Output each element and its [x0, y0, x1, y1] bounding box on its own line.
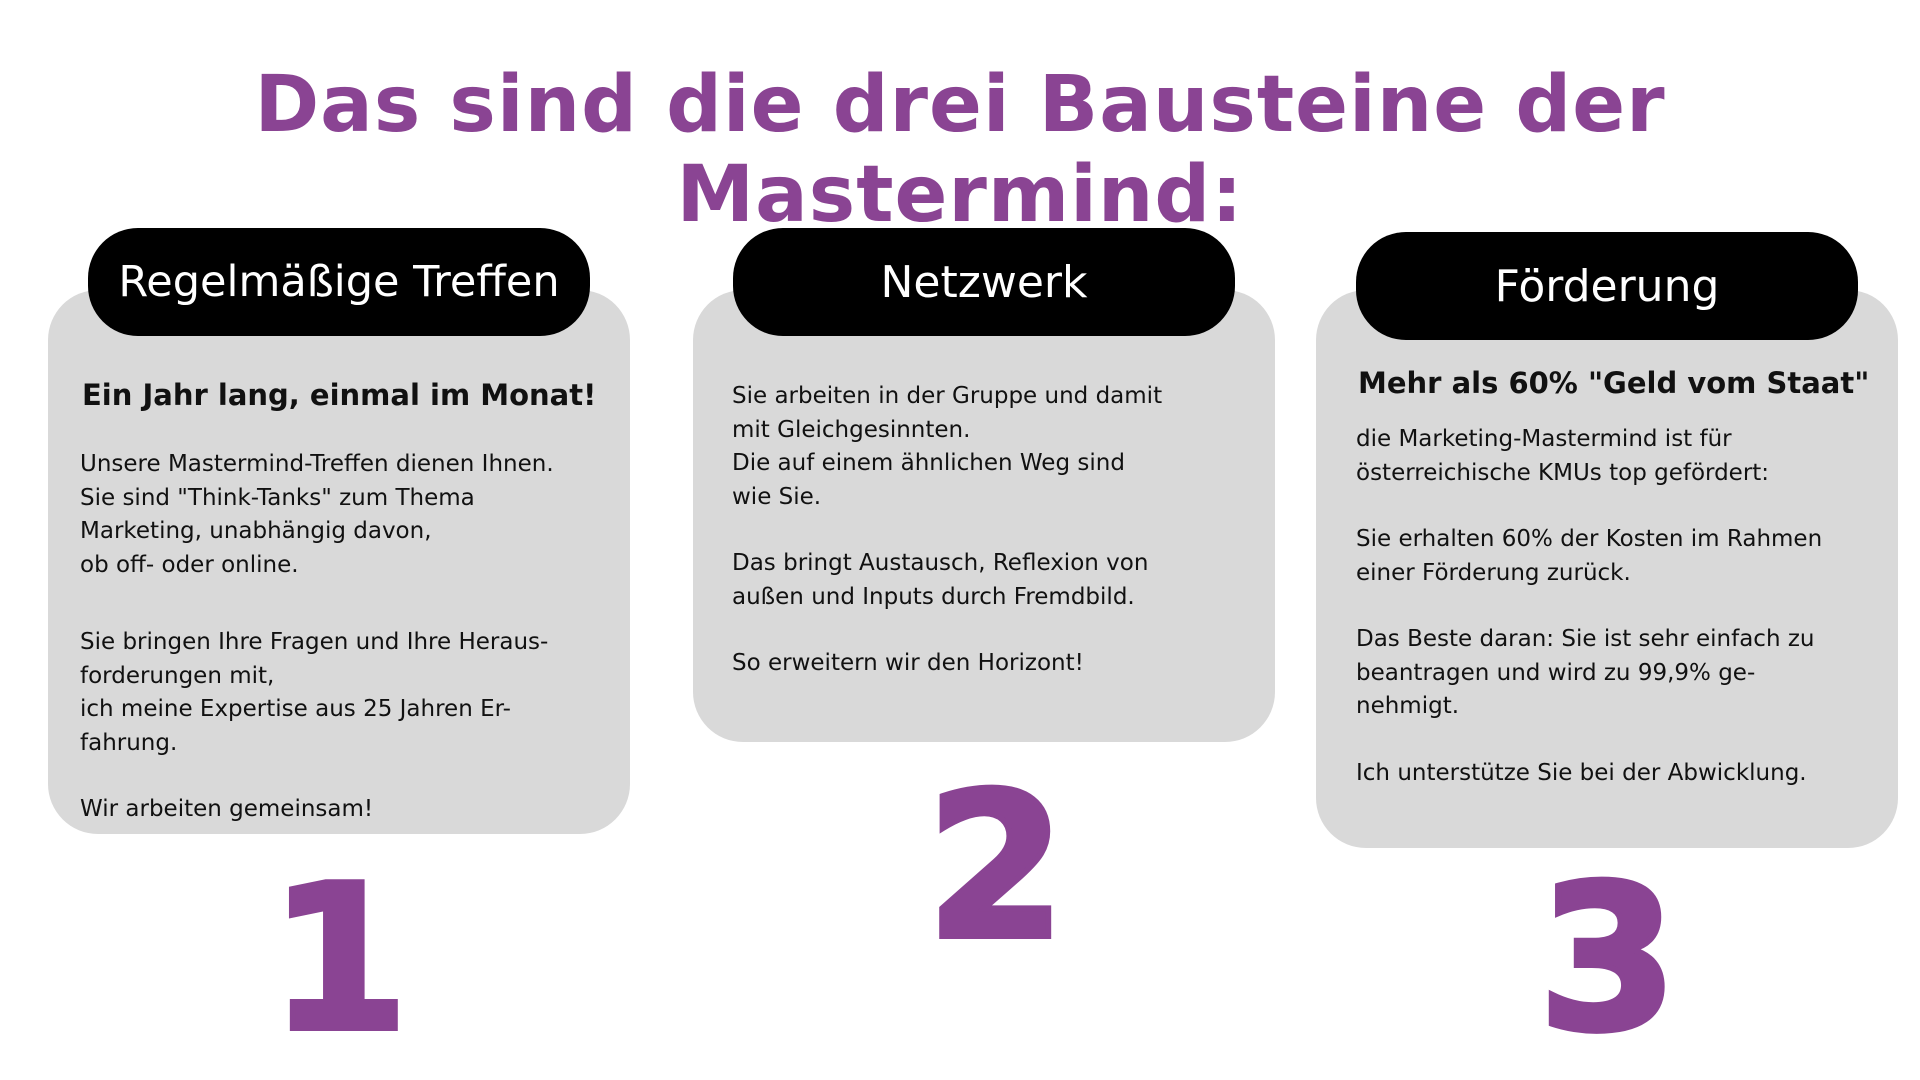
card-subtitle-funding: Mehr als 60% "Geld vom Staat"	[1358, 366, 1870, 400]
paragraph: Sie erhalten 60% der Kosten im Rahmen ei…	[1356, 526, 1823, 586]
step-number-1: 1	[266, 843, 411, 1076]
paragraph: Unsere Mastermind-Treffen dienen Ihnen. …	[80, 451, 554, 578]
paragraph: Sie arbeiten in der Gruppe und damit mit…	[732, 383, 1163, 510]
paragraph: die Marketing-Mastermind ist für österre…	[1356, 426, 1770, 486]
card-funding	[1316, 290, 1898, 848]
paragraph: Wir arbeiten gemeinsam!	[80, 796, 374, 822]
card-body-regular-meetings: Unsere Mastermind-Treffen dienen Ihnen. …	[80, 448, 620, 827]
card-body-network: Sie arbeiten in der Gruppe und damit mit…	[732, 380, 1262, 681]
page-title: Das sind die drei Bausteine der Mastermi…	[254, 60, 1666, 240]
card-header-regular-meetings: Regelmäßige Treffen	[88, 228, 590, 336]
card-network	[693, 290, 1275, 742]
step-number-2: 2	[923, 751, 1068, 984]
paragraph: Das bringt Austausch, Reflexion von auße…	[732, 550, 1149, 610]
paragraph: So erweitern wir den Horizont!	[732, 650, 1084, 676]
paragraph: Sie bringen Ihre Fragen und Ihre Heraus-…	[80, 629, 549, 756]
card-regular-meetings	[48, 290, 630, 834]
paragraph: Ich unterstütze Sie bei der Abwicklung.	[1356, 759, 1807, 786]
card-body-funding: die Marketing-Mastermind ist für österre…	[1356, 423, 1896, 790]
card-header-funding: Förderung	[1356, 232, 1858, 340]
paragraph: Das Beste daran: Sie ist sehr einfach zu…	[1356, 626, 1815, 719]
step-number-3: 3	[1535, 843, 1680, 1076]
card-header-network: Netzwerk	[733, 228, 1235, 336]
card-subtitle-regular-meetings: Ein Jahr lang, einmal im Monat!	[82, 378, 597, 412]
